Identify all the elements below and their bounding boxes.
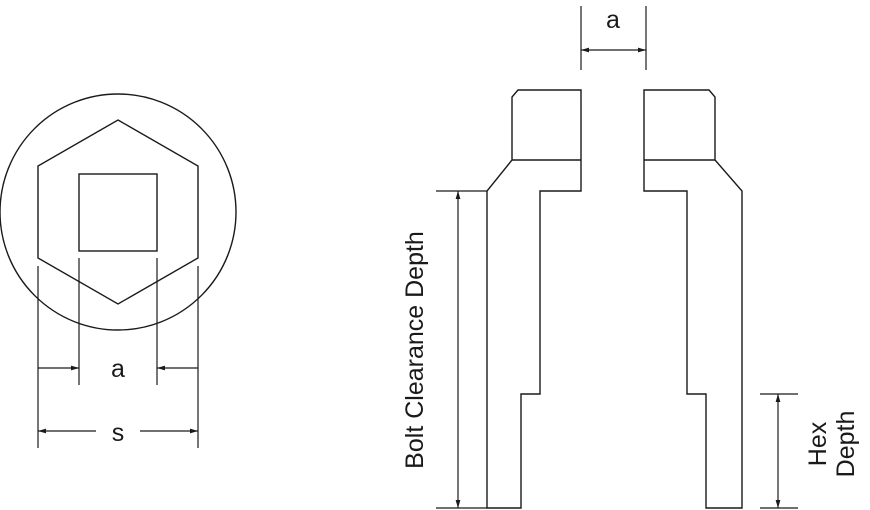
socket-left-wall: [486, 89, 582, 509]
dimension-label-a-end-view: a: [111, 355, 125, 383]
dimension-label-a-section-view: a: [606, 6, 620, 34]
socket-outer-circle: [0, 93, 237, 331]
dimension-label-depth: Depth: [832, 411, 860, 478]
dimension-label-hex: Hex: [804, 421, 832, 466]
hex-opening: [37, 119, 199, 305]
socket-right-wall: [643, 89, 743, 509]
square-drive-opening: [78, 173, 158, 252]
end-view: a s: [0, 93, 237, 448]
dimension-label-bolt-clearance-depth: Bolt Clearance Depth: [401, 231, 429, 469]
section-view: a Bolt Clearance Depth Hex Depth: [401, 6, 860, 509]
dimension-label-s: s: [112, 419, 125, 447]
